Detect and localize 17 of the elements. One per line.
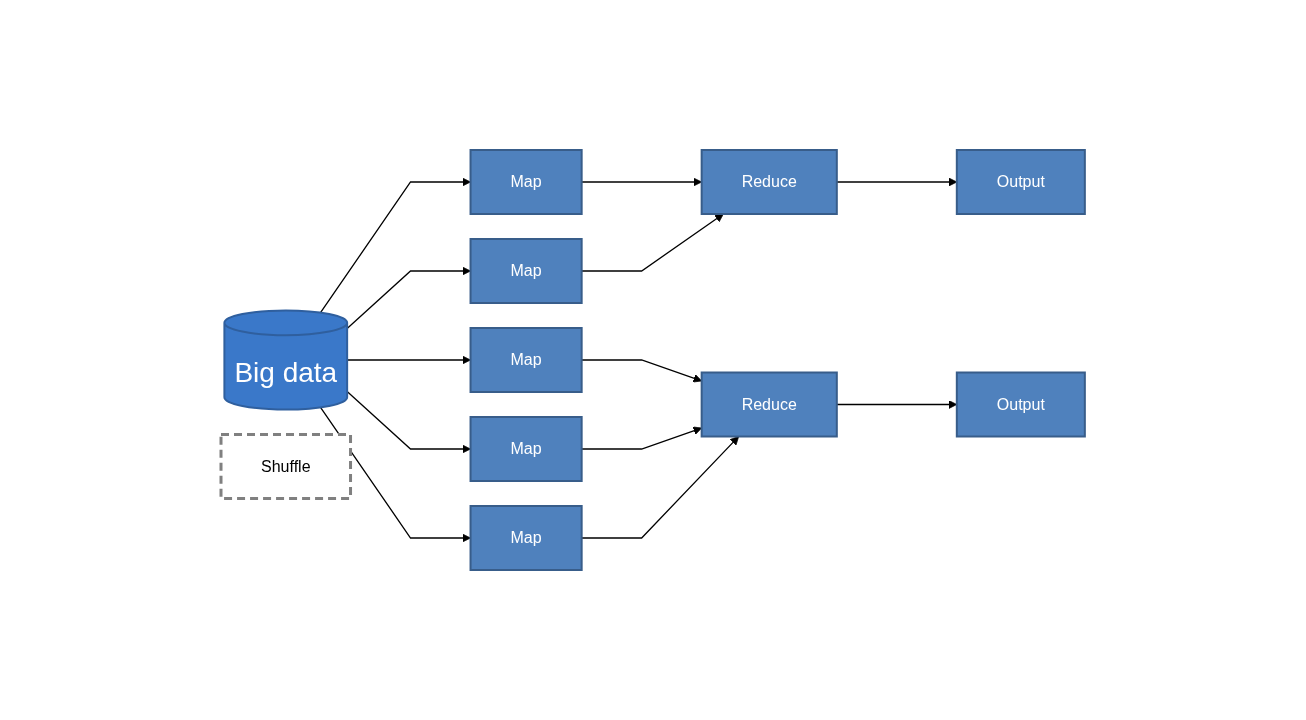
node-box: Output [955,149,1086,215]
node-box: Output [955,371,1086,438]
arrow [346,355,471,365]
arrow [581,213,724,272]
node-box: Map [469,238,583,304]
node-box: Map [469,327,583,393]
node-box: Reduce [700,371,838,438]
arrow [319,406,471,543]
node-box: Map [469,505,583,571]
arrow [581,436,740,539]
node-box: Map [469,416,583,482]
arrow [346,266,471,330]
node-box: Reduce [700,149,838,215]
node-box: Shuffle [219,433,353,501]
node-box: Map [469,149,583,215]
arrow [319,177,471,314]
arrow [346,390,471,454]
